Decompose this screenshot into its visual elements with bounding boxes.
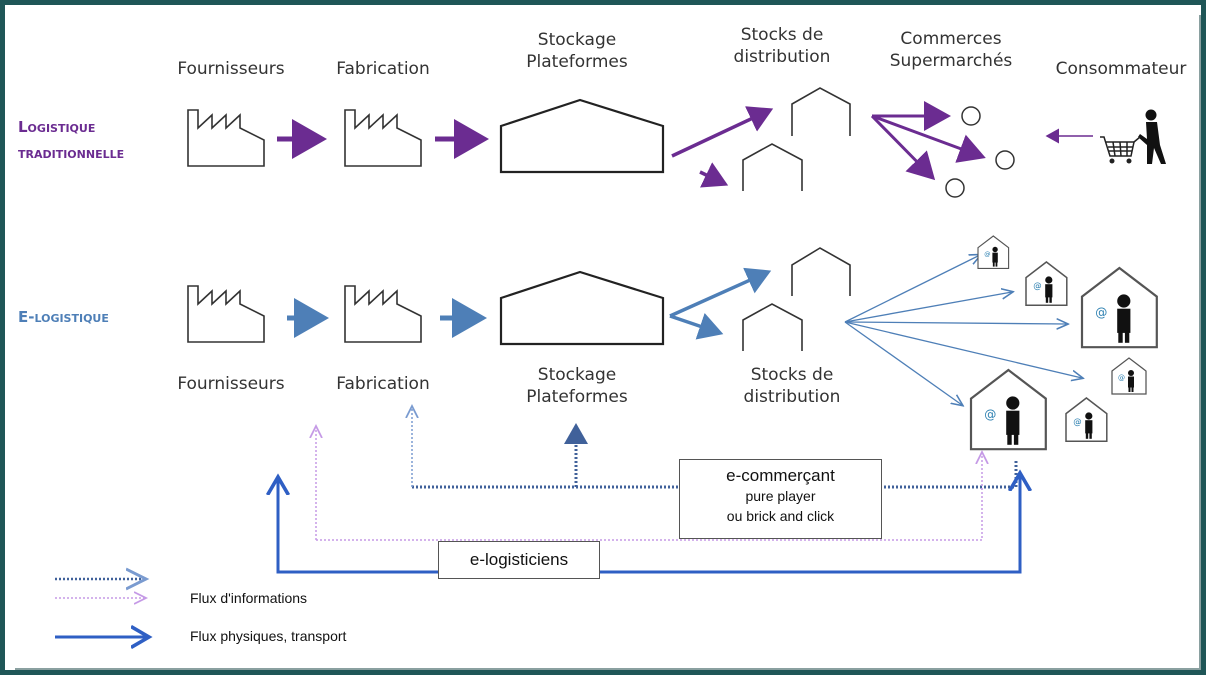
legend-physical-label: Flux physiques, transport [190, 628, 347, 644]
factory-icon [344, 285, 422, 343]
label-top-fournisseurs: Fournisseurs [177, 59, 285, 79]
label-top-consommateur: Consommateur [1055, 59, 1187, 79]
label-top-stocks: Stocks de distribution [733, 25, 831, 67]
arrow-top-stockage-stock1 [671, 106, 774, 158]
ecommercant-title: e-commerçant [726, 466, 835, 485]
row-label-traditional-line1: Logistique [18, 118, 96, 136]
warehouse-icon [499, 98, 665, 174]
factory-icon [187, 109, 265, 167]
row-label-elogistique: E-logistique [18, 308, 109, 326]
home-delivery-icon: @ [969, 368, 1047, 451]
row-label-traditional-line2: traditionnelle [18, 144, 125, 162]
ecommercant-box: e-commerçant pure player ou brick and cl… [679, 459, 882, 539]
label-bottom-stocks: Stocks de distribution [743, 365, 841, 407]
elogisticiens-box: e-logisticiens [438, 541, 600, 579]
label-bottom-stockage: Stockage Plateformes [526, 365, 628, 407]
label-top-fabrication: Fabrication [336, 59, 430, 79]
frame-shadow [15, 15, 1201, 670]
ecommercant-line3: ou brick and click [726, 508, 835, 524]
at-sign: @ [1073, 416, 1081, 426]
home-delivery-icon: @ [977, 235, 1010, 269]
home-delivery-icon: @ [1065, 397, 1108, 442]
house-outline-icon [742, 87, 851, 191]
store-circle-icon [945, 106, 1015, 198]
physical-flow [276, 476, 1020, 574]
warehouse-icon [499, 270, 665, 346]
ecommercant-line2: pure player [745, 488, 816, 504]
arrows-top-stock-commerces [870, 101, 986, 181]
at-sign: @ [984, 250, 990, 258]
info-flow-pink-line [316, 452, 982, 541]
label-bottom-fournisseurs: Fournisseurs [177, 374, 285, 394]
at-sign: @ [1033, 280, 1041, 290]
arrow-bottom-stockage-stock1 [669, 267, 772, 318]
arrows-bottom-stock-homes [844, 255, 1082, 405]
shopping-cart-person-icon [1100, 109, 1166, 164]
at-sign: @ [1095, 305, 1107, 319]
label-bottom-fabrication: Fabrication [336, 374, 430, 394]
at-sign: @ [984, 407, 996, 421]
arrow-top-stockage-stock2 [699, 162, 729, 188]
factory-icon [344, 109, 422, 167]
home-delivery-icon: @ [1080, 266, 1158, 349]
house-outline-icon [742, 247, 851, 351]
home-delivery-icon: @ [1025, 261, 1068, 306]
label-top-stockage: Stockage Plateformes [526, 30, 628, 72]
legend-info-label: Flux d'informations [190, 590, 308, 606]
at-sign: @ [1118, 374, 1125, 382]
arrow-bottom-stockage-stock2 [669, 312, 724, 340]
factory-icon [187, 285, 265, 343]
home-delivery-icon: @ [1111, 357, 1147, 395]
label-top-commerces: Commerces Supermarchés [889, 29, 1013, 71]
row-label-traditional: Logistique traditionnelle [18, 114, 124, 166]
